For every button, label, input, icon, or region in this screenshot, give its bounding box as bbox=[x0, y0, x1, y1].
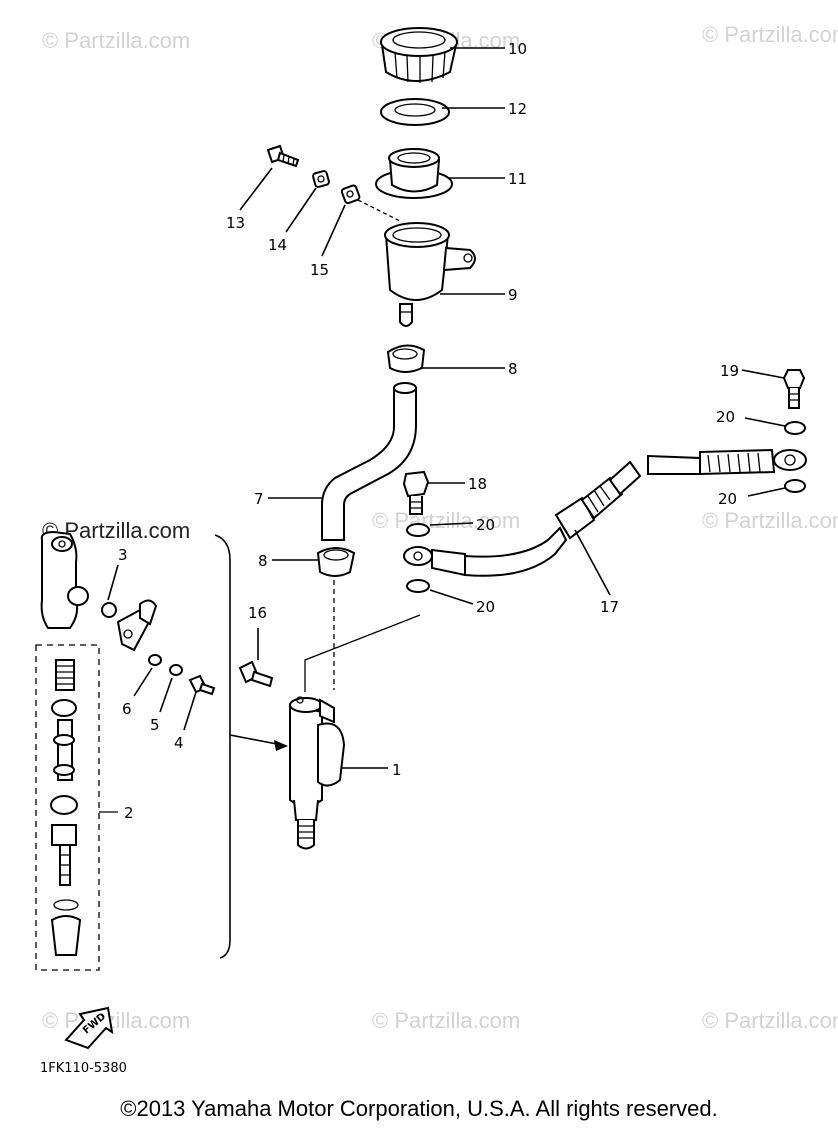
callouts: 10 12 11 9 8 13 14 15 7 8 18 20 20 17 19… bbox=[118, 40, 739, 822]
callout-3: 3 bbox=[118, 546, 128, 564]
part-11-diaphragm bbox=[375, 148, 453, 199]
part-9-reservoir bbox=[384, 222, 476, 327]
part-14-washer bbox=[312, 170, 330, 188]
callout-10: 10 bbox=[508, 40, 527, 58]
callout-4: 4 bbox=[174, 734, 184, 752]
part-body-housing bbox=[40, 530, 89, 629]
part-15-washer bbox=[340, 184, 361, 205]
callout-18: 18 bbox=[468, 475, 487, 493]
callout-17: 17 bbox=[600, 598, 619, 616]
callout-13: 13 bbox=[226, 214, 245, 232]
callout-15: 15 bbox=[310, 261, 329, 279]
kit-arrow-line bbox=[229, 734, 283, 746]
part-18-bolt bbox=[402, 470, 430, 515]
part-20-washer-c bbox=[784, 421, 806, 435]
callout-19: 19 bbox=[720, 362, 739, 380]
part-13-bolt bbox=[266, 144, 300, 168]
line-20-to-1 bbox=[304, 614, 421, 692]
part-joint-fitting bbox=[116, 599, 158, 652]
part-20-washer-b bbox=[406, 579, 430, 593]
callout-1: 1 bbox=[392, 761, 402, 779]
part-6-washer bbox=[148, 654, 162, 666]
diagram-code: 1FK110-5380 bbox=[40, 1061, 127, 1076]
watermark-top-right: © Partzilla.com bbox=[702, 22, 838, 47]
dash-15-9 bbox=[357, 199, 403, 223]
watermark-bottom-center: © Partzilla.com bbox=[372, 1008, 520, 1033]
part-17-hose-end bbox=[647, 448, 807, 476]
watermark-top-left: © Partzilla.com bbox=[42, 28, 190, 53]
part-19-bolt bbox=[782, 369, 806, 409]
callout-9: 9 bbox=[508, 286, 518, 304]
copyright-notice: ©2013 Yamaha Motor Corporation, U.S.A. A… bbox=[120, 1096, 718, 1121]
part-8-lower-clamp bbox=[316, 547, 356, 577]
watermarks: © Partzilla.com © Partzilla.com © Partzi… bbox=[42, 22, 838, 1033]
callout-11: 11 bbox=[508, 170, 527, 188]
part-10-reservoir-cap bbox=[380, 27, 458, 83]
fwd-arrow: FWD bbox=[64, 1006, 114, 1050]
part-7-hose bbox=[321, 382, 417, 541]
callout-16: 16 bbox=[248, 604, 267, 622]
callout-20-b: 20 bbox=[476, 598, 495, 616]
part-4-bolt bbox=[188, 674, 216, 696]
part-8-upper-clamp bbox=[386, 344, 426, 373]
part-1-master-cylinder bbox=[289, 696, 346, 850]
callout-20-c: 20 bbox=[716, 408, 735, 426]
callout-5: 5 bbox=[150, 716, 160, 734]
part-17-brake-hose bbox=[403, 460, 642, 577]
leader-lines bbox=[107, 47, 786, 769]
part-16-bolt bbox=[238, 660, 274, 688]
part-20-washer-d bbox=[784, 479, 806, 493]
part-20-washer-a bbox=[406, 523, 430, 537]
callout-20-d: 20 bbox=[718, 490, 737, 508]
callout-12: 12 bbox=[508, 100, 527, 118]
callout-7: 7 bbox=[254, 490, 264, 508]
callout-6: 6 bbox=[122, 700, 132, 718]
callout-2: 2 bbox=[124, 804, 134, 822]
watermark-bottom-right: © Partzilla.com bbox=[702, 1008, 838, 1033]
part-2-piston-kit bbox=[35, 644, 100, 971]
callout-14: 14 bbox=[268, 236, 287, 254]
callout-8-lower: 8 bbox=[258, 552, 268, 570]
kit-bracket bbox=[214, 534, 231, 959]
watermark-bottom-left: © Partzilla.com bbox=[42, 1008, 190, 1033]
kit-arrow-head bbox=[274, 740, 288, 751]
watermark-mid-center: © Partzilla.com bbox=[372, 508, 520, 533]
watermark-mid-right: © Partzilla.com bbox=[702, 508, 838, 533]
part-5-washer bbox=[169, 664, 183, 676]
callout-20-a: 20 bbox=[476, 516, 495, 534]
part-12-cap-plate bbox=[380, 98, 450, 126]
part-3-o-ring bbox=[101, 602, 117, 618]
callout-8-upper: 8 bbox=[508, 360, 518, 378]
